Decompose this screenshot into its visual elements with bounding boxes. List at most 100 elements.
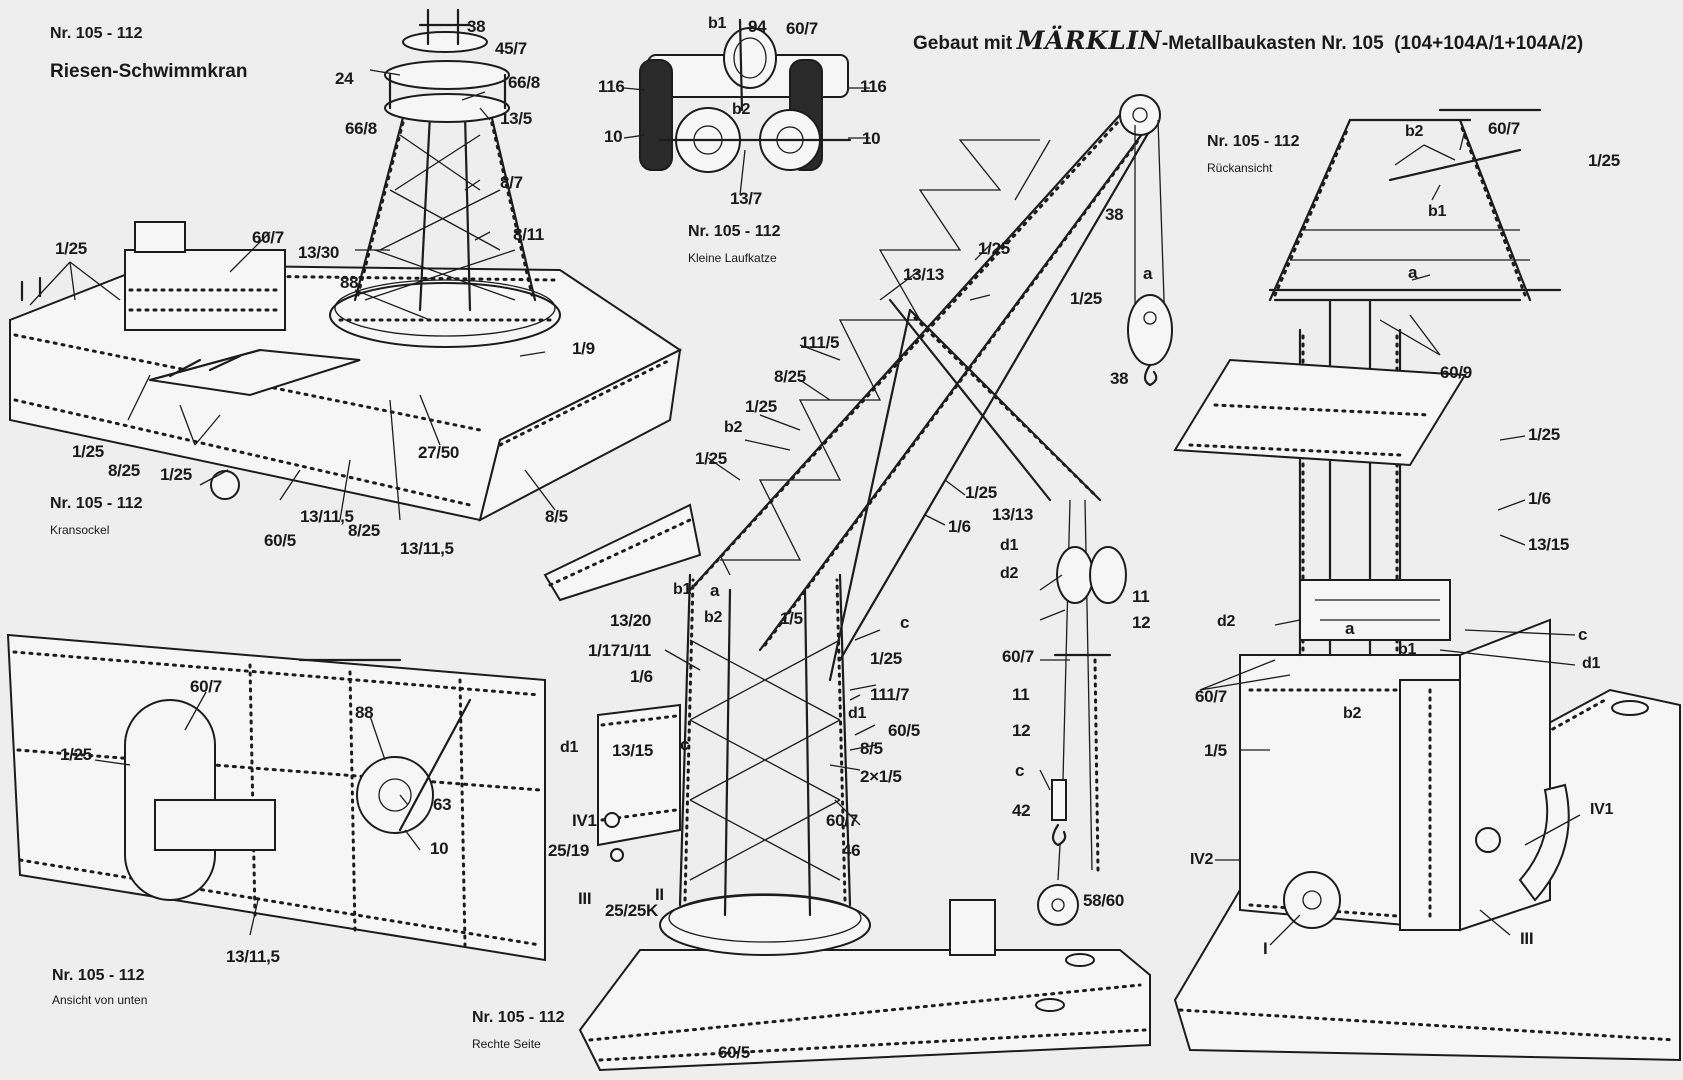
crane-drawing [543,94,1173,1072]
laufkatze-drawing [623,18,870,196]
part-label: 1/25 [978,239,1010,258]
part-label: 13/7 [730,189,762,208]
part-label: 8/7 [500,173,523,192]
part-label: b2 [1405,123,1424,140]
part-label: 25/19 [548,841,590,860]
part-label: 66/8 [508,73,540,92]
part-label: b2 [1343,705,1362,722]
page-title: Riesen-Schwimmkran [50,61,248,82]
part-label: b1 [1398,641,1417,658]
part-label: a [1143,264,1153,283]
part-label: 46 [842,841,861,860]
part-label: 42 [1012,801,1031,820]
part-label: b1 [708,15,727,32]
part-label: 1/6 [1528,489,1551,508]
part-label: 1/25 [1528,425,1560,444]
kransockel-number-2: Nr. 105 - 112 [50,495,143,512]
part-label: 1/6 [948,517,971,536]
part-label: 1/25 [695,449,727,468]
rueckansicht-number: Nr. 105 - 112 [1207,133,1300,150]
part-label: c [900,613,910,632]
kransockel-drawing [9,8,682,522]
part-label: 12 [1012,721,1031,740]
part-label: 25/25K [605,901,659,920]
part-label: 11 [1132,587,1150,606]
part-label: 60/5 [718,1043,750,1062]
part-label: 1/9 [572,339,595,358]
part-label: a [1345,619,1355,638]
part-label: 1/25 [60,745,92,764]
part-label: 13/11,5 [300,507,354,526]
part-label: 45/7 [495,39,527,58]
part-label: 13/11,5 [226,947,280,966]
part-label: 60/7 [1488,119,1520,138]
part-label: II [655,885,664,904]
part-label: 38 [1110,369,1129,388]
part-label: 13/20 [610,611,652,630]
part-label: 116 [598,77,625,96]
part-label: d1 [1000,537,1019,554]
part-label: b1 [1428,203,1447,220]
part-label: 12 [1132,613,1151,632]
part-label: 1/25 [870,649,902,668]
part-label: 8/11 [513,225,544,244]
laufkatze-number: Nr. 105 - 112 [688,223,781,240]
kransockel-caption: Kransockel [50,523,110,537]
part-label: 24 [335,69,354,88]
header-suffix: -Metallbaukasten Nr. 105 [1161,33,1384,54]
part-label: 58/60 [1083,891,1125,910]
part-label: 66/8 [345,119,377,138]
part-label: 60/9 [1440,363,1472,382]
part-label: 1/25 [1588,151,1620,170]
part-label: 1/5 [1204,741,1227,760]
marklin-logo: MÄRKLIN [1016,26,1162,55]
laufkatze-caption: Kleine Laufkatze [688,251,777,265]
part-label: 60/7 [1002,647,1034,666]
part-label: d1 [1582,655,1601,672]
part-label: 1/25 [745,397,777,416]
part-label: 8/5 [545,507,568,526]
part-label: 10 [604,127,623,146]
part-label: I [1263,939,1268,958]
part-label: 13/30 [298,243,340,262]
part-label: 1/25 [72,442,104,461]
part-label: 1/17 [588,641,620,660]
part-label: a [710,581,720,600]
unten-number: Nr. 105 - 112 [52,967,145,984]
part-label: c [1015,761,1025,780]
part-label: 13/11,5 [400,539,454,558]
part-label: 13/15 [612,741,654,760]
part-label: 1/25 [55,239,87,258]
part-label: III [578,889,592,908]
part-label: 1/25 [160,465,192,484]
part-label: IV2 [1190,851,1214,868]
rueckansicht-drawing [1173,108,1681,1062]
part-label: 88 [340,273,359,292]
part-label: 38 [1105,205,1124,224]
part-label: 27/50 [418,443,460,462]
part-label: 10 [862,129,881,148]
part-label: d2 [1000,565,1019,582]
part-label: III [1520,929,1534,948]
part-label: 60/7 [190,677,222,696]
kransockel-number: Nr. 105 - 112 [50,25,143,42]
part-label: 13/13 [992,505,1034,524]
part-label: 38 [467,17,486,36]
part-label: b2 [732,101,751,118]
part-label: 13/13 [903,265,945,284]
part-label: 63 [433,795,452,814]
rechts-caption: Rechte Seite [472,1037,541,1051]
part-label: 1/11 [620,641,651,660]
part-label: b2 [704,609,723,626]
part-label: 1/5 [780,609,803,628]
part-label: 88 [355,703,374,722]
part-label: 60/7 [1195,687,1227,706]
part-label: 1/25 [1070,289,1102,308]
part-label: 94 [748,17,767,36]
part-label: c [1578,625,1588,644]
header-prefix: Gebaut mit [913,33,1013,54]
part-label: IV1 [572,811,597,830]
part-label: b2 [724,419,743,436]
part-label: 10 [430,839,449,858]
